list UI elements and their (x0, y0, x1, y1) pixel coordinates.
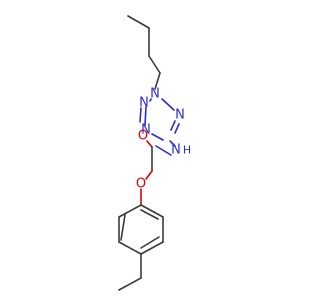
bond-ring-4-inner (140, 236, 160, 249)
bond-carbonyl-o (146, 140, 153, 148)
atom-n3: N (175, 108, 185, 123)
ethyl-group (118, 253, 142, 291)
atom-nh-hydrogen: H (183, 144, 191, 157)
bond-ring-6-inner (140, 209, 159, 220)
bond-ring-6 (140, 204, 164, 218)
molecule-canvas: N N N N N H O O (118, 15, 191, 291)
atom-nh: N (171, 143, 181, 158)
molecule-structure: N N N N N H O O (118, 15, 191, 291)
atom-carbonyl-oxygen: O (138, 129, 148, 144)
bond-c4-n2 (154, 72, 161, 90)
bond-ch2-ch3 (118, 277, 142, 291)
bond-c5-n4 (151, 133, 164, 141)
bond-ring-4 (140, 241, 164, 255)
bond-ring-3 (118, 241, 142, 255)
bond-n1-n2 (149, 98, 152, 102)
atom-n1: N (139, 96, 149, 111)
bond-n3-c5 (170, 120, 176, 131)
bond-n2-n3 (161, 98, 175, 111)
bond-nh-carbonyl (155, 145, 172, 156)
bond-c1-c2 (127, 15, 150, 29)
bond-c3-c4 (148, 55, 161, 74)
phenyl-ring (118, 188, 164, 255)
amide-linkage (145, 140, 176, 180)
bond-ring-1 (118, 204, 142, 218)
tetrazole-ring (139, 98, 180, 141)
butyl-chain (127, 15, 161, 90)
bond-n4-n1 (144, 106, 147, 126)
bond-n3-c5-double (174, 123, 180, 134)
bond-n4-n1-double (139, 107, 142, 123)
bond-c5-nh (169, 140, 176, 147)
bond-ch2-o (145, 170, 153, 180)
atom-ether-oxygen: O (136, 177, 146, 192)
atom-n4: N (141, 123, 151, 138)
bond-ring-2 (120, 214, 126, 241)
atom-n2: N (150, 87, 160, 102)
